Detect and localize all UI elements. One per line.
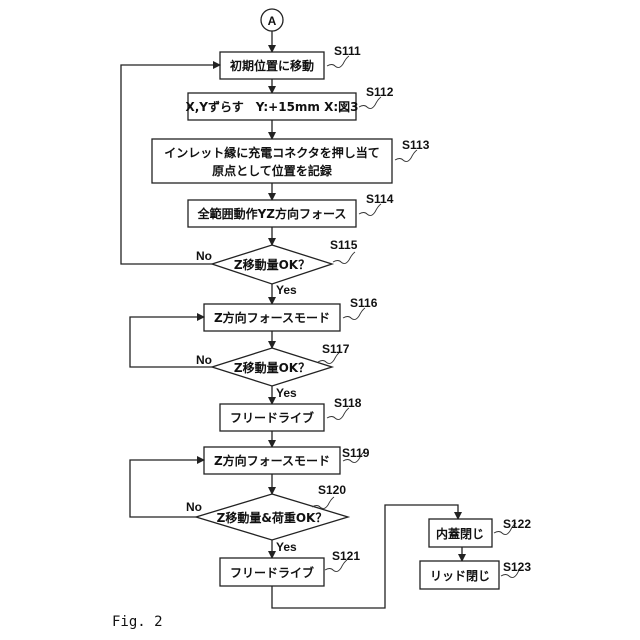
- s115-text: Z移動量OK？: [234, 257, 310, 272]
- s120-step-label: S120: [318, 483, 346, 497]
- s122-text: 内蓋閉じ: [436, 526, 484, 541]
- s121-text: フリードライブ: [230, 565, 314, 580]
- decision-s115: Z移動量OK？ S115 No Yes: [196, 238, 358, 297]
- s115-yes-label: Yes: [276, 283, 297, 297]
- connector-a-label: A: [268, 14, 277, 28]
- step-s122: 内蓋閉じ S122: [429, 517, 531, 547]
- s120-no-label: No: [186, 500, 202, 514]
- s114-step-label: S114: [366, 192, 394, 206]
- s120-yes-label: Yes: [276, 540, 297, 554]
- s119-step-label: S119: [342, 446, 370, 460]
- s115-leader: [333, 252, 355, 264]
- s112-text: X,Yずらす Y:+15mm X:図3: [185, 99, 358, 114]
- s114-text: 全範囲動作YZ方向フォース: [197, 206, 347, 221]
- step-s113: インレット縁に充電コネクタを押し当て 原点として位置を記録 S113: [152, 138, 430, 183]
- s118-text: フリードライブ: [230, 410, 314, 425]
- s123-step-label: S123: [503, 560, 531, 574]
- s113-text-line2: 原点として位置を記録: [212, 163, 333, 178]
- s117-no-label: No: [196, 353, 212, 367]
- step-s116: Z方向フォースモード S116: [204, 296, 378, 331]
- step-s118: フリードライブ S118: [220, 396, 362, 431]
- s122-step-label: S122: [503, 517, 531, 531]
- decision-s117: Z移動量OK？ S117 No Yes: [196, 342, 350, 400]
- s117-text: Z移動量OK？: [234, 360, 310, 375]
- connector-a: A: [261, 9, 283, 31]
- step-s111: 初期位置に移動 S111: [220, 44, 361, 79]
- s120-text: Z移動量&荷重OK？: [217, 510, 328, 525]
- s111-step-label: S111: [334, 44, 361, 58]
- s111-text: 初期位置に移動: [230, 58, 314, 73]
- figure-caption: Fig. 2: [112, 614, 163, 630]
- s118-step-label: S118: [334, 396, 362, 410]
- s116-step-label: S116: [350, 296, 378, 310]
- s112-step-label: S112: [366, 85, 394, 99]
- s115-no-label: No: [196, 249, 212, 263]
- step-s119: Z方向フォースモード S119: [204, 446, 370, 474]
- decision-s120: Z移動量&荷重OK？ S120 No Yes: [186, 483, 348, 554]
- s116-text: Z方向フォースモード: [214, 310, 330, 325]
- step-s114: 全範囲動作YZ方向フォース S114: [188, 192, 394, 227]
- s117-step-label: S117: [322, 342, 350, 356]
- step-s112: X,Yずらす Y:+15mm X:図3 S112: [185, 85, 393, 120]
- step-s121: フリードライブ S121: [220, 549, 360, 586]
- s113-text-line1: インレット縁に充電コネクタを押し当て: [164, 145, 380, 160]
- s123-text: リッド閉じ: [430, 569, 490, 583]
- s113-step-label: S113: [402, 138, 430, 152]
- s119-text: Z方向フォースモード: [214, 453, 330, 468]
- step-s123: リッド閉じ S123: [420, 560, 531, 589]
- s121-step-label: S121: [332, 549, 360, 563]
- s115-step-label: S115: [330, 238, 358, 252]
- s117-yes-label: Yes: [276, 386, 297, 400]
